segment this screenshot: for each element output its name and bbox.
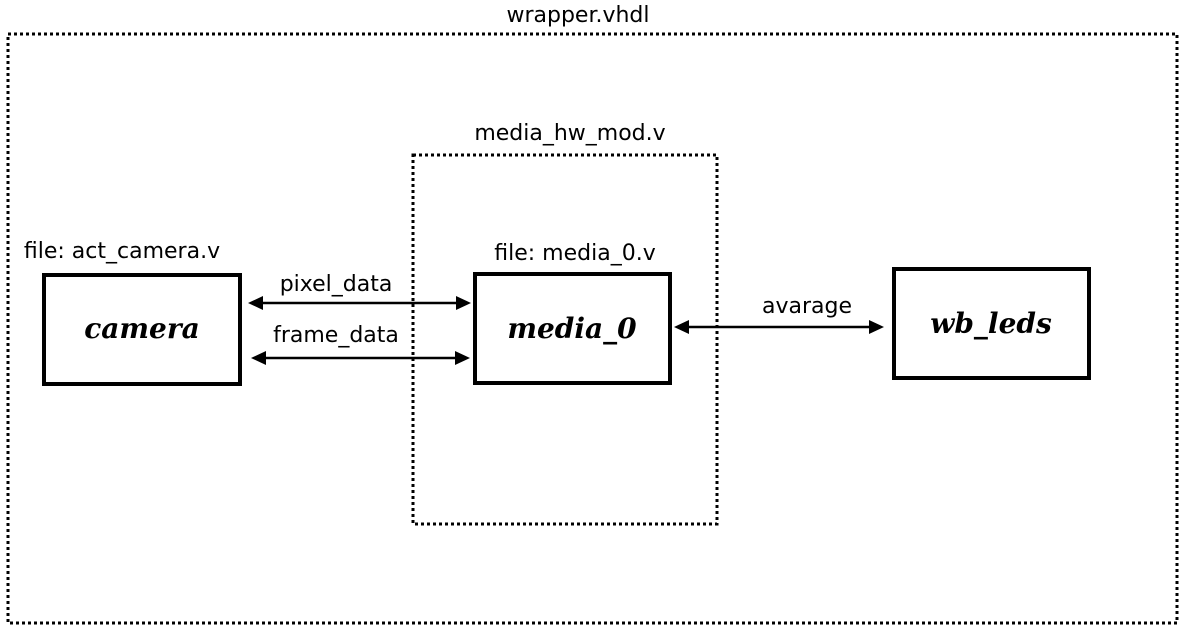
media-0-file-label: file: media_0.v: [494, 241, 655, 266]
media-0-block: file: media_0.v media_0: [473, 241, 672, 385]
wb-leds-box: [892, 267, 1091, 380]
wb-leds-block: wb_leds: [892, 267, 1091, 380]
frame-data-label: frame_data: [273, 323, 399, 348]
media-hw-mod-container: media_hw_mod.v: [411, 121, 719, 526]
wrapper-border: [6, 32, 1179, 625]
media-0-title: media_0: [507, 312, 637, 345]
camera-block: file: act_camera.v camera: [24, 239, 242, 386]
wrapper-label: wrapper.vhdl: [506, 3, 649, 28]
camera-file-label: file: act_camera.v: [24, 239, 220, 264]
wrapper-container: wrapper.vhdl: [6, 3, 1179, 625]
camera-box: [42, 273, 242, 386]
pixel-data-label: pixel_data: [280, 272, 393, 297]
camera-title: camera: [84, 312, 200, 345]
avarage-arrowhead-right: [869, 320, 884, 334]
media-hw-mod-label: media_hw_mod.v: [474, 121, 665, 146]
media-0-box: [473, 272, 672, 385]
avarage-arrowhead-left: [674, 320, 689, 334]
media-hw-mod-border: [411, 153, 719, 526]
frame-data-arrowhead-left: [251, 351, 266, 365]
pixel-data-connection: pixel_data: [248, 272, 471, 310]
pixel-data-arrowhead-right: [456, 296, 471, 310]
wb-leds-title: wb_leds: [930, 307, 1052, 340]
pixel-data-arrowhead-left: [248, 296, 263, 310]
avarage-connection: avarage: [674, 294, 884, 334]
frame-data-arrowhead-right: [455, 351, 470, 365]
avarage-label: avarage: [762, 294, 852, 319]
frame-data-connection: frame_data: [251, 323, 470, 365]
